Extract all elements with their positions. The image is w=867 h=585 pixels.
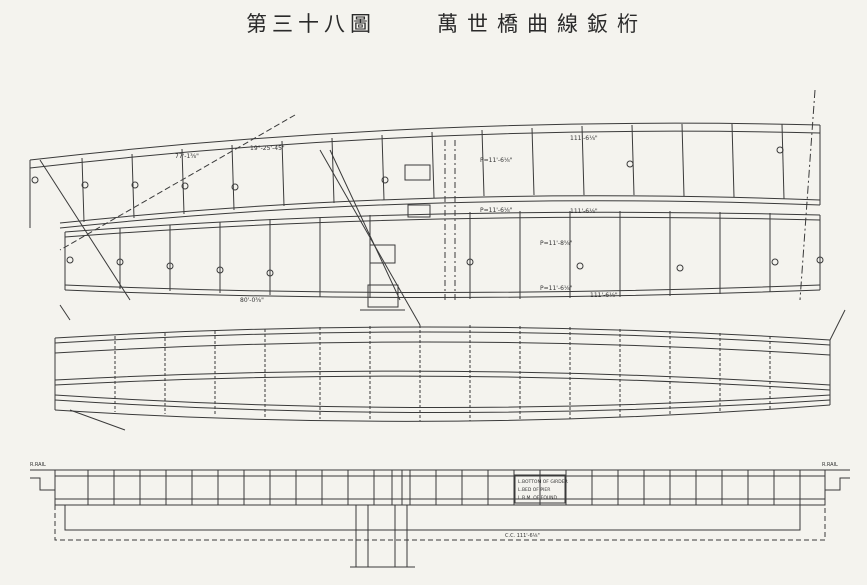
label-right-level: R.RAIL [822,462,838,468]
elevation-view [30,469,850,568]
plan-view [29,89,824,326]
deck-view [54,304,846,431]
label-left-span: 77'-1⅜" [175,153,199,160]
label-radius-4: P=11'-6⅛" [540,285,573,292]
figure-number: 第三十八圖 [246,12,376,36]
elevation-note-2: L.BED OF PIER [518,487,550,493]
label-top-span: 111'-6⅛" [570,135,598,142]
label-radius-1: P=11'-6⅛" [480,157,513,164]
label-left-level: R.RAIL [30,462,46,468]
label-radius-2: P=11'-6⅛" [480,207,513,214]
drawing-title: 萬世橋曲線鈑桁 [437,12,647,36]
elevation-note-1: L.BOTTOM OF GIRDER [518,479,568,485]
label-mid-span: 111'-6⅛" [570,208,598,215]
label-skew-angle: 19°-25'-45" [250,145,285,152]
label-base-span: C.C. 111'-6⅛" [505,533,540,539]
label-lower-left-span: 80'-0⅜" [240,297,264,304]
elevation-note-3: L.B.M. OF FOUND. [518,495,558,501]
label-radius-3: P=11'-8⅝" [540,240,573,247]
label-bottom-span: 111'-6⅛" [590,292,618,299]
